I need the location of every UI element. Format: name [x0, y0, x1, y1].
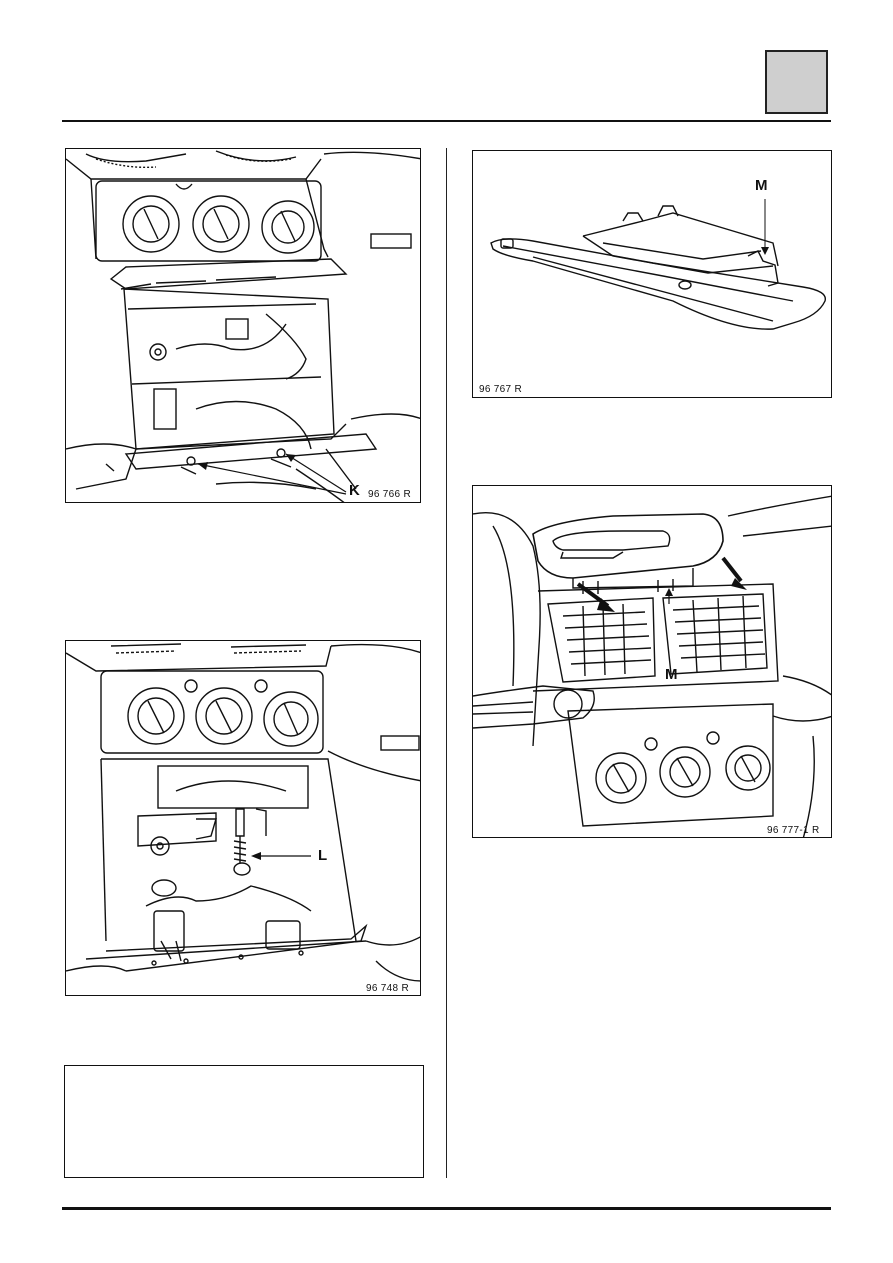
footer-rule	[62, 1207, 831, 1210]
callout-m-top: M	[755, 177, 768, 194]
illustration-screw-removal	[66, 643, 420, 982]
figure-96767: M 96 767 R	[472, 150, 832, 398]
illustration-panel-extraction	[473, 495, 831, 837]
note-box	[64, 1065, 424, 1178]
figure-96766: K 96 766 R	[65, 148, 421, 503]
illustration-trim-panel	[490, 199, 827, 330]
callout-k: K	[349, 482, 360, 499]
figure-ref-967771: 96 777-1 R	[767, 825, 820, 836]
figure-ref-96767: 96 767 R	[479, 384, 522, 395]
callout-l: L	[318, 847, 328, 864]
figure-ref-96766: 96 766 R	[368, 489, 411, 500]
figure-96748: L 96 748 R	[65, 640, 421, 996]
figure-ref-96748: 96 748 R	[366, 983, 409, 994]
figure-967771: M 96 777-1 R	[472, 485, 832, 838]
header-rule	[62, 120, 831, 122]
illustration-console-cavity	[66, 150, 420, 502]
section-tab	[765, 50, 828, 114]
column-divider	[446, 148, 447, 1178]
callout-m-bottom: M	[665, 666, 678, 683]
